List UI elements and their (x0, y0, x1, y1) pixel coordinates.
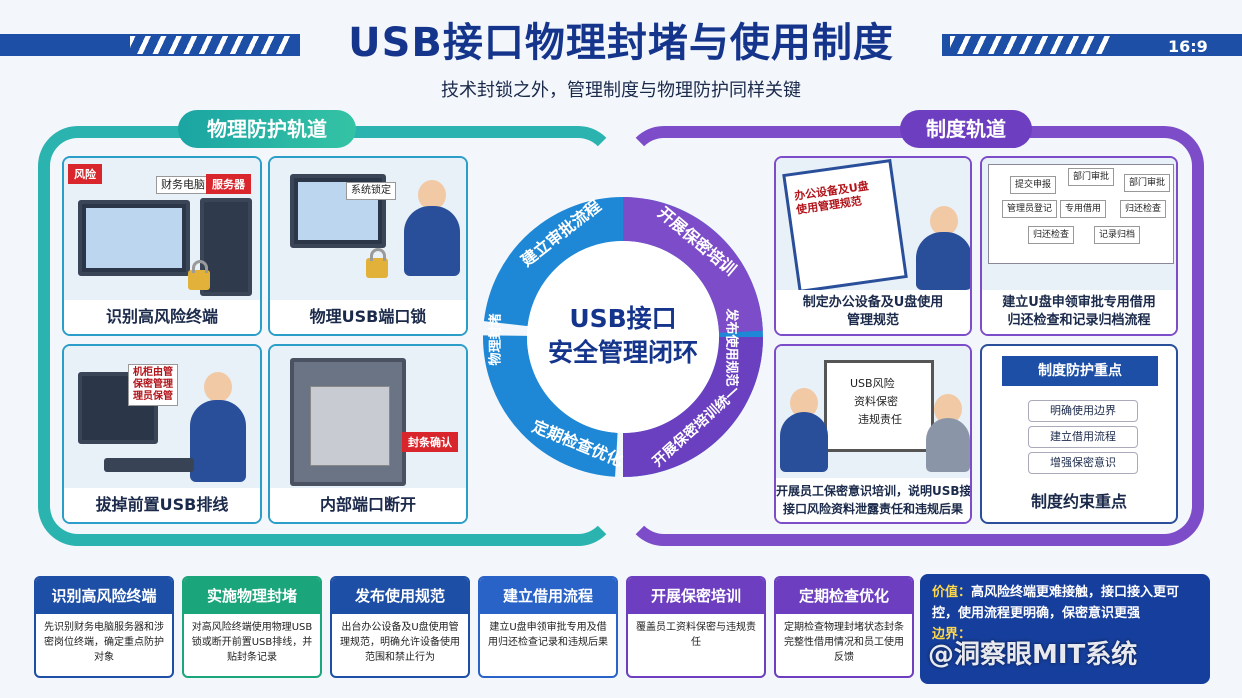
policy-track-label: 制度轨道 (900, 110, 1032, 148)
policy-focus-item: 明确使用边界 (1028, 400, 1138, 422)
header-stripes-right (950, 36, 1110, 54)
policy-focus-item: 增强保密意识 (1028, 452, 1138, 474)
panel-art: 提交申报 部门审批 部门审批 管理员登记 专用借用 归还检查 归还检查 记录归档 (982, 158, 1176, 290)
padlock-icon (188, 260, 210, 290)
flow-box: 部门审批 (1068, 168, 1115, 186)
ring-segment-publish: 发布使用规范 (723, 308, 739, 387)
policy-focus-item: 建立借用流程 (1028, 426, 1138, 448)
value-label: 价值： (932, 585, 972, 600)
page-title: USB接口物理封堵与使用制度 (348, 20, 894, 66)
card-training: 开展保密培训 覆盖员工资料保密与违规责任 (626, 576, 766, 678)
padlock-icon (366, 248, 388, 278)
panel-caption: 拔掉前置USB排线 (64, 488, 260, 522)
panel-caption: 物理USB端口锁 (270, 300, 466, 334)
panel-caption: 制度约束重点 (1030, 492, 1127, 511)
card-publish: 发布使用规范 出台办公设备及U盘使用管理规范，明确允许设备使用范围和禁止行为 (330, 576, 470, 678)
label-finance-pc: 财务电脑 (156, 176, 210, 194)
card-title: 实施物理封堵 (184, 578, 320, 614)
flow-box: 记录归档 (1094, 226, 1141, 244)
whiteboard-line: USB风险 (850, 377, 895, 390)
card-title: 识别高风险终端 (36, 578, 172, 614)
risk-tag: 风险 (68, 164, 102, 184)
seal-confirm-tag: 封条确认 (402, 432, 458, 452)
physical-track-label: 物理防护轨道 (178, 110, 356, 148)
card-body: 出台办公设备及U盘使用管理规范，明确允许设备使用范围和禁止行为 (340, 622, 460, 663)
panel-identify-risk: 风险 财务电脑 服务器 识别高风险终端 (62, 156, 262, 336)
card-body: 建立U盘申领审批专用及借用归还检查记录和违规后果 (488, 622, 608, 648)
page-subtitle: 技术封锁之外，管理制度与物理防护同样关键 (441, 80, 801, 101)
card-body: 覆盖员工资料保密与违规责任 (636, 622, 756, 648)
policy-focus-heading: 制度防护重点 (1002, 356, 1158, 386)
flow-box: 归还检查 (1028, 226, 1075, 244)
person-head (930, 206, 958, 236)
card-title: 开展保密培训 (628, 578, 764, 614)
person-icon (780, 412, 828, 472)
keyboard-icon (104, 458, 194, 472)
panel-borrow-flow: 提交申报 部门审批 部门审批 管理员登记 专用借用 归还检查 归还检查 记录归档… (980, 156, 1178, 336)
screen (86, 208, 182, 268)
person-icon (190, 400, 246, 482)
person-icon (926, 418, 970, 472)
card-title: 定期检查优化 (776, 578, 912, 614)
panel-art: 机柜由管 保密管理 理员保管 (64, 346, 260, 488)
flow-box: 部门审批 (1124, 174, 1171, 192)
panel-unplug-usb: 机柜由管 保密管理 理员保管 拔掉前置USB排线 (62, 344, 262, 524)
header-stripes-left (130, 36, 290, 54)
note-system-lock: 系统锁定 (346, 182, 396, 200)
panel-policy-focus: 制度防护重点 明确使用边界 建立借用流程 增强保密意识 制度约束重点 (980, 344, 1178, 524)
card-title: 发布使用规范 (332, 578, 468, 614)
closed-loop-ring (483, 197, 763, 477)
person-head (418, 180, 446, 210)
server-tower-icon (200, 198, 252, 296)
panel-usb-lock: 系统锁定 物理USB端口锁 (268, 156, 468, 336)
panel-caption: 开展员工保密意识培训，说明USB接 接口风险资料泄露责任和违规后果 (776, 478, 970, 522)
panel-art: USB风险 资料保密 违规责任 (776, 346, 970, 478)
title-box: USB接口物理封堵与使用制度 (300, 12, 942, 74)
value-box: 价值：高风险终端更难接触，接口接入更可控，使用流程更明确，保密意识更强 边界： (920, 574, 1210, 684)
panel-internal-disconnect: 封条确认 内部端口断开 (268, 344, 468, 524)
person-icon (916, 232, 970, 290)
card-identify: 识别高风险终端 先识别财务电脑服务器和涉密岗位终端，确定重点防护对象 (34, 576, 174, 678)
flow-box: 管理员登记 (1002, 200, 1058, 218)
card-body: 对高风险终端使用物理USB锁或断开前置USB排线，并贴封条记录 (191, 622, 313, 663)
boundary-label: 边界： (932, 627, 972, 642)
flow-box: 归还检查 (1120, 200, 1167, 218)
panel-caption: 识别高风险终端 (64, 300, 260, 334)
ring-center-title: USB接口 安全管理闭环 (547, 304, 698, 367)
panel-caption: 内部端口断开 (270, 488, 466, 522)
card-inspect: 定期检查优化 定期检查物理封堵状态封条完整性借用情况和员工使用反馈 (774, 576, 914, 678)
aspect-ratio-label: 16:9 (1168, 37, 1208, 56)
card-body: 先识别财务电脑服务器和涉密岗位终端，确定重点防护对象 (44, 622, 164, 663)
panel-training: USB风险 资料保密 违规责任 开展员工保密意识培训，说明USB接 接口风险资料… (774, 344, 972, 524)
panel-caption: 建立U盘申领审批专用借用 归还检查和记录归档流程 (982, 290, 1176, 334)
panel-art: 风险 财务电脑 服务器 (64, 158, 260, 300)
card-borrow: 建立借用流程 建立U盘申领审批专用及借用归还检查记录和违规后果 (478, 576, 618, 678)
person-head (204, 372, 232, 402)
card-title: 建立借用流程 (480, 578, 616, 614)
panel-art: 办公设备及U盘 使用管理规范 (776, 158, 970, 294)
motherboard (310, 386, 390, 466)
label-server: 服务器 (206, 174, 251, 194)
flow-box: 专用借用 (1060, 200, 1107, 218)
person-icon (404, 206, 460, 276)
card-seal: 实施物理封堵 对高风险终端使用物理USB锁或断开前置USB排线，并贴封条记录 (182, 576, 322, 678)
whiteboard-line: 违规责任 (858, 413, 902, 426)
panel-publish-rules: 办公设备及U盘 使用管理规范 制定办公设备及U盘使用 管理规范 (774, 156, 972, 336)
watermark: @洞察眼MIT系统 (928, 640, 1138, 670)
panel-art: 系统锁定 (270, 158, 466, 300)
panel-art: 封条确认 (270, 346, 466, 488)
whiteboard (824, 360, 934, 452)
ring-segment-seal: 物理封堵 (488, 313, 504, 366)
card-body: 定期检查物理封堵状态封条完整性借用情况和员工使用反馈 (784, 622, 904, 663)
note-cabinet: 机柜由管 保密管理 理员保管 (128, 364, 178, 406)
value-text: 高风险终端更难接触，接口接入更可控，使用流程更明确，保密意识更强 (932, 585, 1180, 621)
whiteboard-line: 资料保密 (854, 395, 898, 408)
flow-box: 提交申报 (1010, 176, 1057, 194)
panel-caption: 制定办公设备及U盘使用 管理规范 (776, 290, 970, 334)
rules-document: 办公设备及U盘 使用管理规范 (782, 158, 908, 294)
